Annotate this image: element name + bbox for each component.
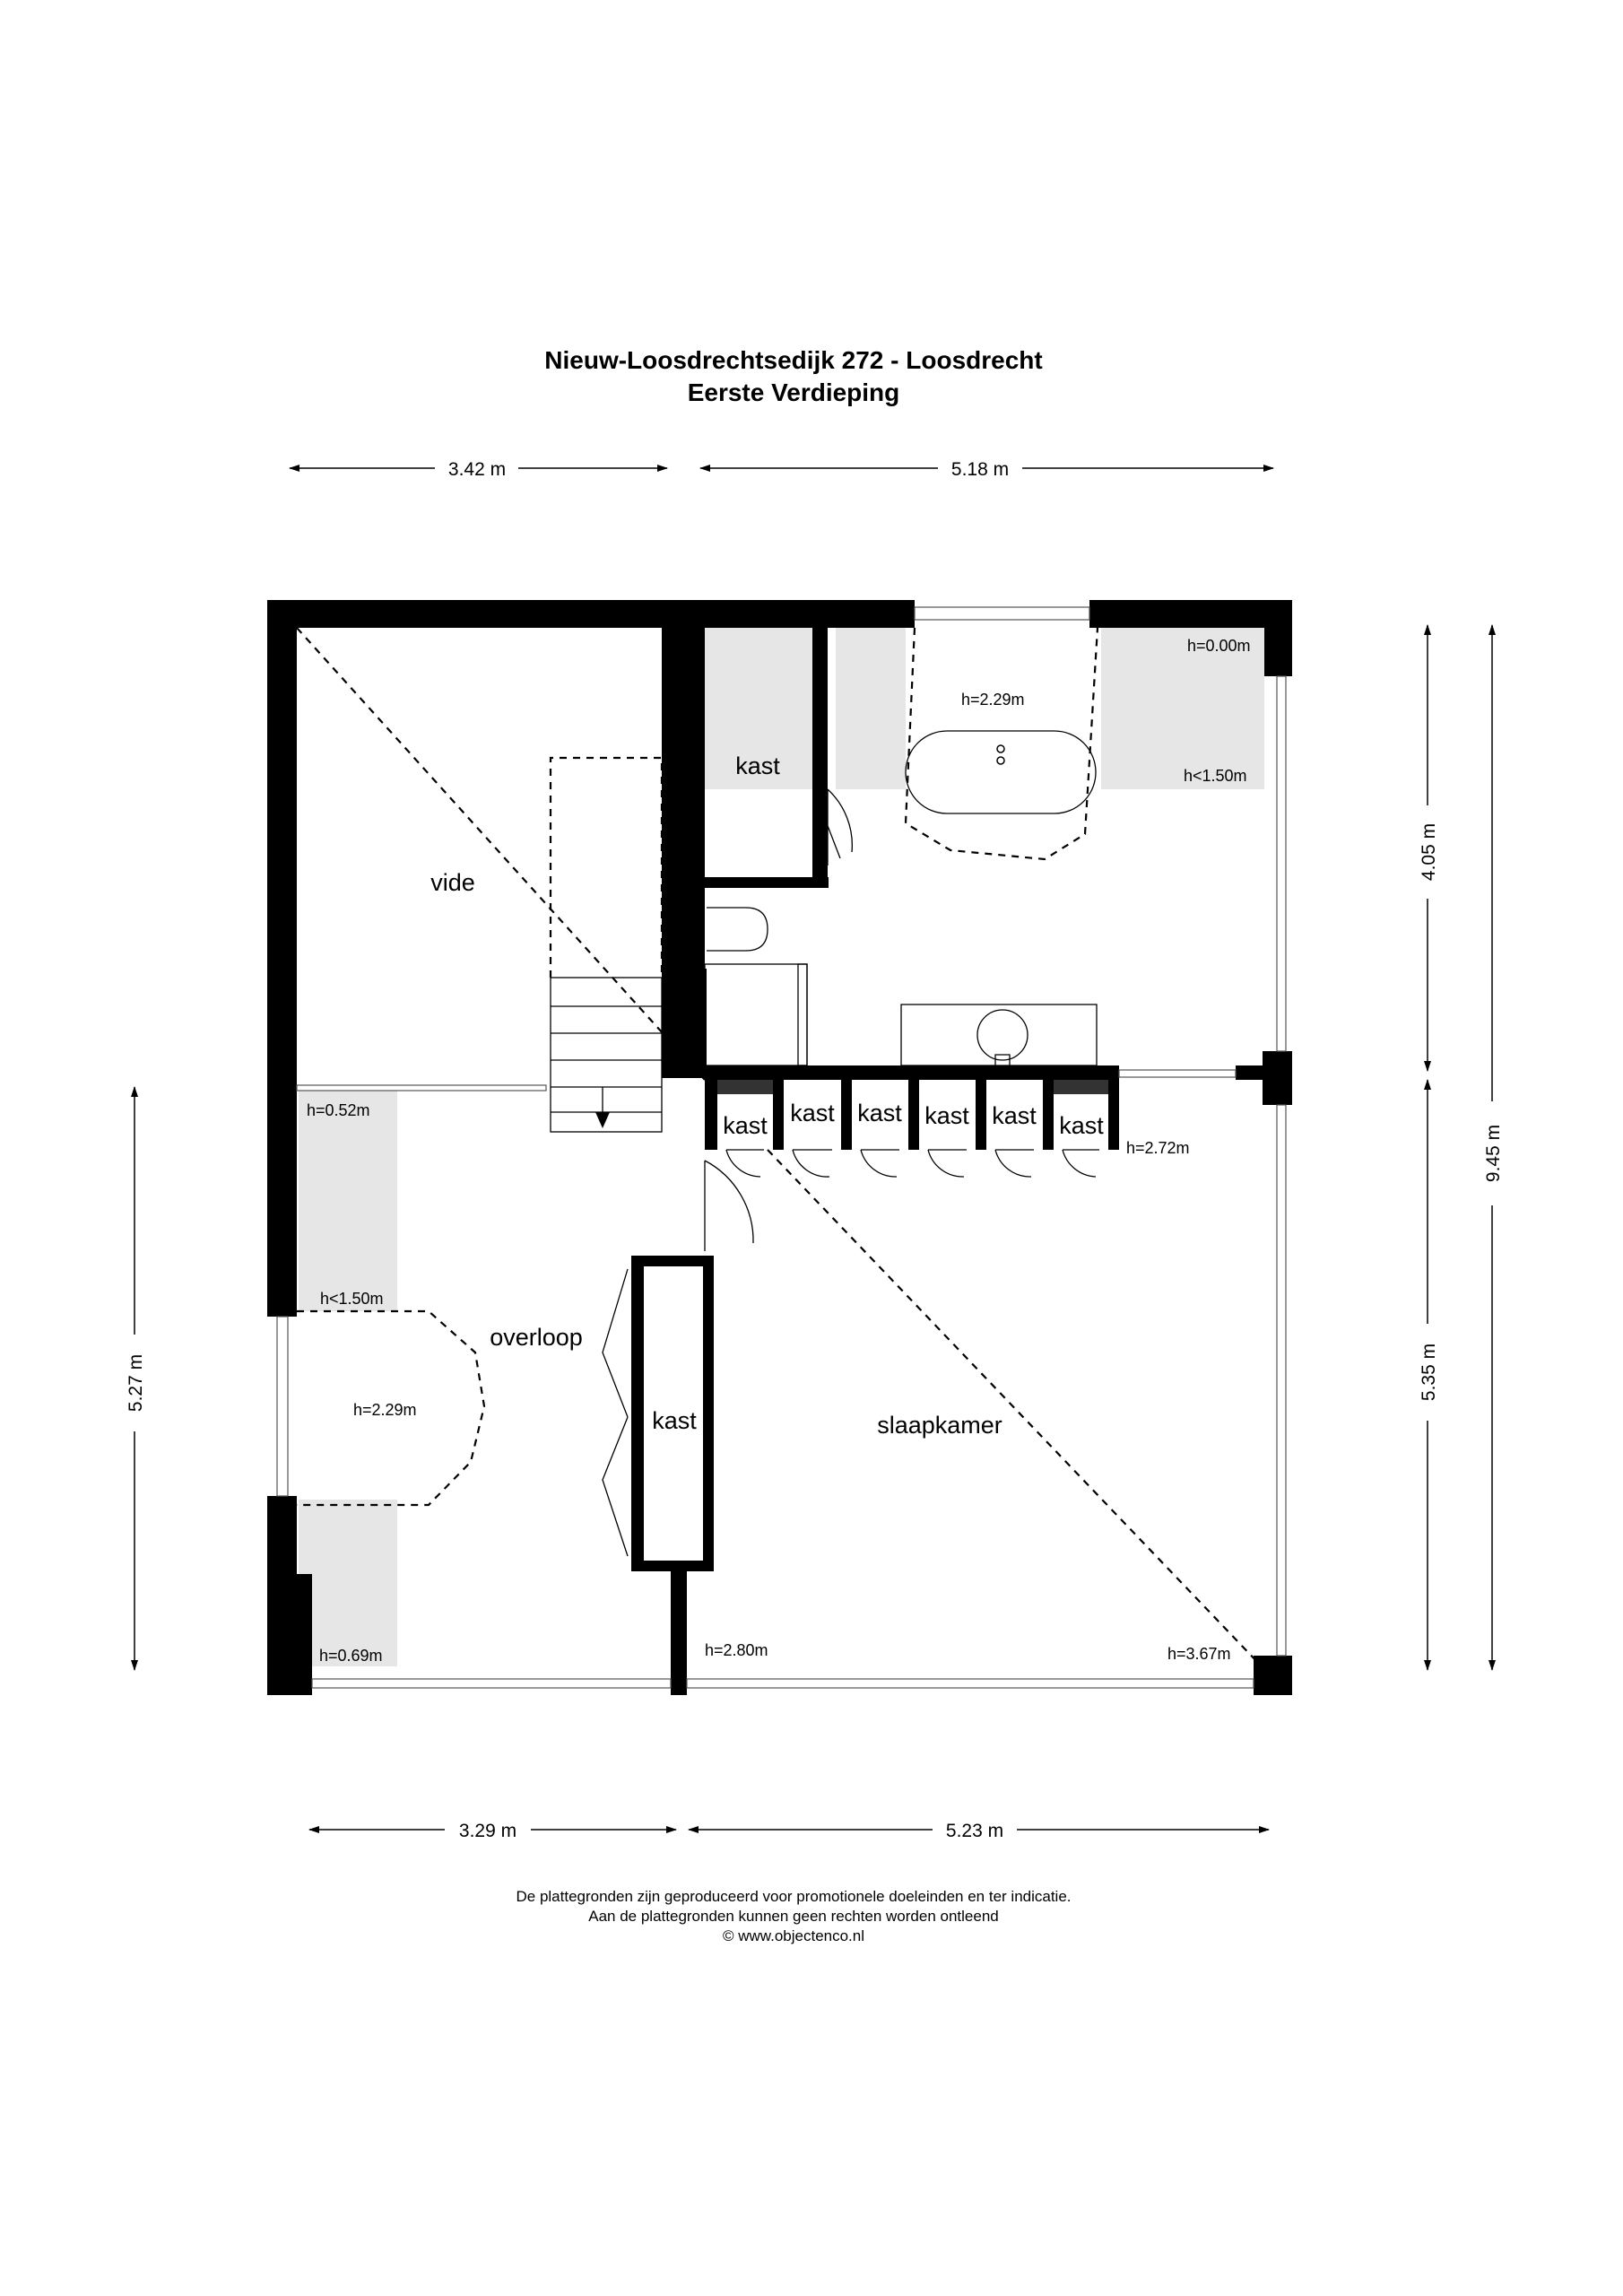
disclaimer-line-2: Aan de plattegronden kunnen geen rechten… <box>588 1908 999 1925</box>
shade-bath-left <box>705 628 816 789</box>
height-closets: h=2.72m <box>1126 1139 1190 1157</box>
dim-right-lower: 5.35 m <box>1419 1344 1439 1401</box>
doors <box>602 788 1099 1557</box>
dim-right-upper: 4.05 m <box>1419 823 1439 881</box>
roof-diagonals <box>296 627 1261 1665</box>
height-bedroom-right: h=3.67m <box>1167 1645 1231 1663</box>
staircase <box>549 756 664 1133</box>
room-label-kast-6: kast <box>1059 1112 1104 1139</box>
shade-landing-top <box>299 1087 397 1311</box>
room-label-slaapkamer: slaapkamer <box>877 1412 1002 1439</box>
shade-landing-bottom <box>299 1500 397 1666</box>
sink-vanity <box>900 1004 1098 1066</box>
plan-floor-title: Eerste Verdieping <box>687 378 900 406</box>
disclaimer-line-1: De plattegronden zijn geproduceerd voor … <box>516 1888 1072 1905</box>
height-landing-center: h=2.29m <box>353 1401 417 1419</box>
height-bath-top-right: h=0.00m <box>1187 637 1251 655</box>
plan-address-title: Nieuw-Loosdrechtsedijk 272 - Loosdrecht <box>544 346 1043 374</box>
room-label-kast-bath: kast <box>735 752 780 779</box>
dim-bottom-right: 5.23 m <box>946 1821 1003 1841</box>
disclaimer-line-3: © www.objectenco.nl <box>722 1927 865 1944</box>
closet-tops <box>717 1080 1108 1094</box>
room-label-vide: vide <box>430 869 475 896</box>
room-label-kast-1: kast <box>723 1112 768 1139</box>
shade-bath-mid <box>836 628 906 789</box>
windows <box>276 606 1287 1689</box>
shade-bath-right <box>1101 626 1264 789</box>
dim-right-total: 9.45 m <box>1483 1125 1504 1182</box>
dim-top-left: 3.42 m <box>448 459 506 480</box>
height-bath-center: h=2.29m <box>961 691 1025 709</box>
room-label-kast-2: kast <box>790 1100 835 1126</box>
room-label-kast-4: kast <box>924 1102 969 1129</box>
height-landing-bottom: h=0.69m <box>319 1647 383 1665</box>
room-label-kast-5: kast <box>992 1102 1037 1129</box>
dim-left: 5.27 m <box>126 1354 146 1412</box>
height-bath-right-low: h<1.50m <box>1184 767 1247 785</box>
height-landing-top: h=0.52m <box>307 1101 370 1119</box>
room-label-kast-3: kast <box>857 1100 902 1126</box>
dimension-lines <box>131 465 1496 1833</box>
dim-top-right: 5.18 m <box>951 459 1009 480</box>
bathtub <box>904 627 1099 861</box>
toilet <box>707 907 768 952</box>
dim-bottom-left: 3.29 m <box>459 1821 516 1841</box>
room-label-overloop: overloop <box>490 1324 583 1351</box>
room-label-kast-landing: kast <box>652 1407 697 1434</box>
height-landing-low: h<1.50m <box>320 1290 384 1308</box>
height-bedroom-left: h=2.80m <box>705 1641 768 1659</box>
shower-unit <box>704 963 808 1066</box>
walls <box>267 600 1292 1695</box>
